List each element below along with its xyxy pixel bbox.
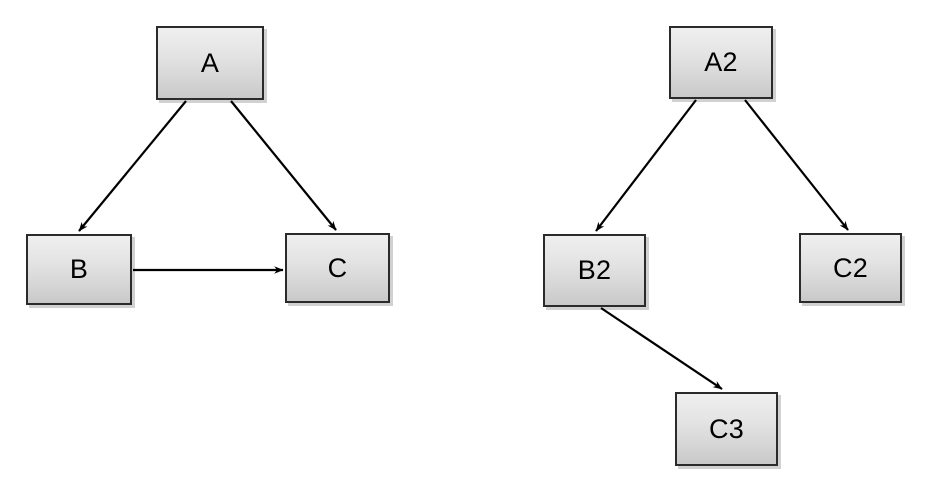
edge-a2-to-c2[interactable]	[744, 99, 849, 231]
node-c2[interactable]: C2	[799, 233, 902, 303]
edge-a2-to-b2[interactable]	[595, 99, 697, 232]
edge-a-to-c[interactable]	[230, 100, 337, 231]
node-label: B2	[577, 255, 612, 285]
node-a[interactable]: A	[156, 26, 264, 100]
node-c[interactable]: C	[285, 233, 390, 303]
node-a2[interactable]: A2	[669, 26, 773, 99]
node-label: A2	[704, 47, 738, 77]
node-label: B	[69, 254, 89, 284]
node-label: A	[200, 47, 220, 78]
node-c3[interactable]: C3	[675, 392, 778, 466]
node-label: C2	[833, 252, 868, 283]
node-label: C3	[709, 413, 744, 444]
node-label: C	[327, 252, 348, 283]
node-b2[interactable]: B2	[543, 234, 646, 307]
edges-group	[78, 99, 849, 390]
node-b[interactable]: B	[26, 234, 132, 305]
edge-a-to-b[interactable]	[78, 100, 187, 232]
edge-b2-to-c3[interactable]	[600, 307, 723, 390]
